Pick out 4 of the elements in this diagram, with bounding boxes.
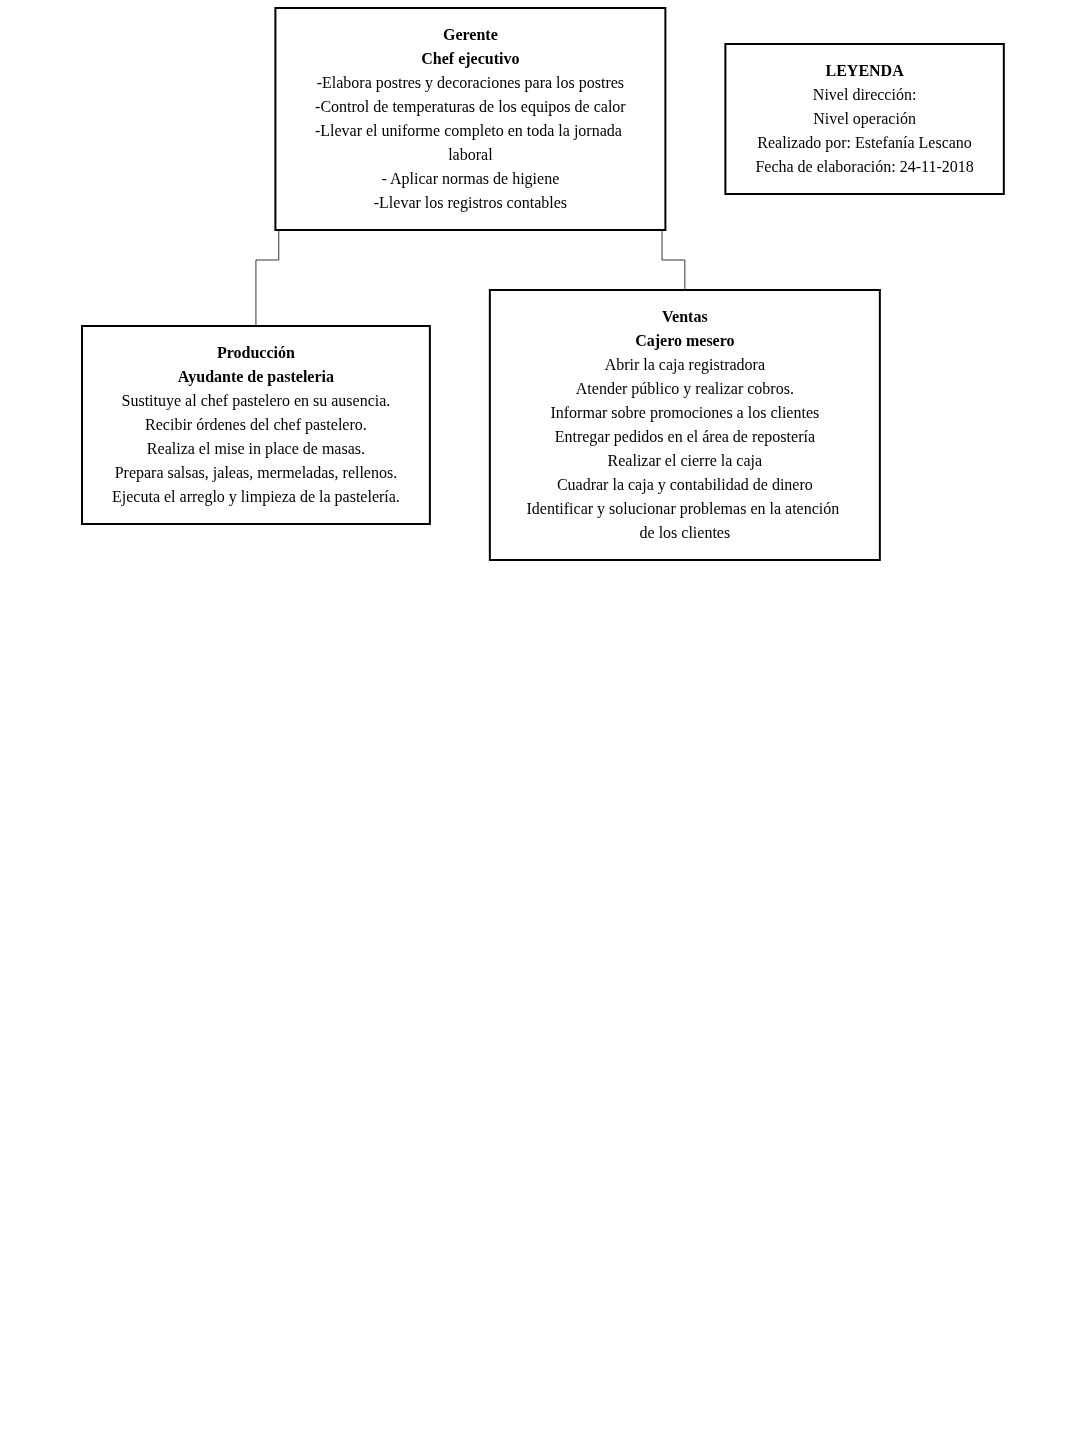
node-box: Ventas Cajero mesero Abrir la caja registradora Atender público y realizar cobros. Informar sobre promociones a los clientes Entregar pedidos en el área de repostería Realizar el cierre la caja Cuadrar la caja y contabilidad de dinero Identificar y solucionar problemas en la atención de los clientes xyxy=(488,289,881,561)
node-box: Producción Ayudante de pasteleria Sustituye al chef pastelero en su ausencia. Recibir órdenes del chef pastelero. Realiza el mise in place de masas. Prepara salsas, jaleas, mermeladas, rellenos. Ejecuta el arreglo y limpieza de la pastelería. xyxy=(81,325,431,525)
node-box: LEYENDA Nivel dirección: Nivel operación Realizado por: Estefanía Lescano Fecha de elaboración: 24-11-2018 xyxy=(724,43,1005,195)
node-box: Gerente Chef ejecutivo -Elabora postres y decoraciones para los postres -Control de temperaturas de los equipos de calor -Llevar el uniforme completo en toda la jornada laboral - Aplicar normas de higiene -Llevar los registros contables xyxy=(274,7,667,231)
